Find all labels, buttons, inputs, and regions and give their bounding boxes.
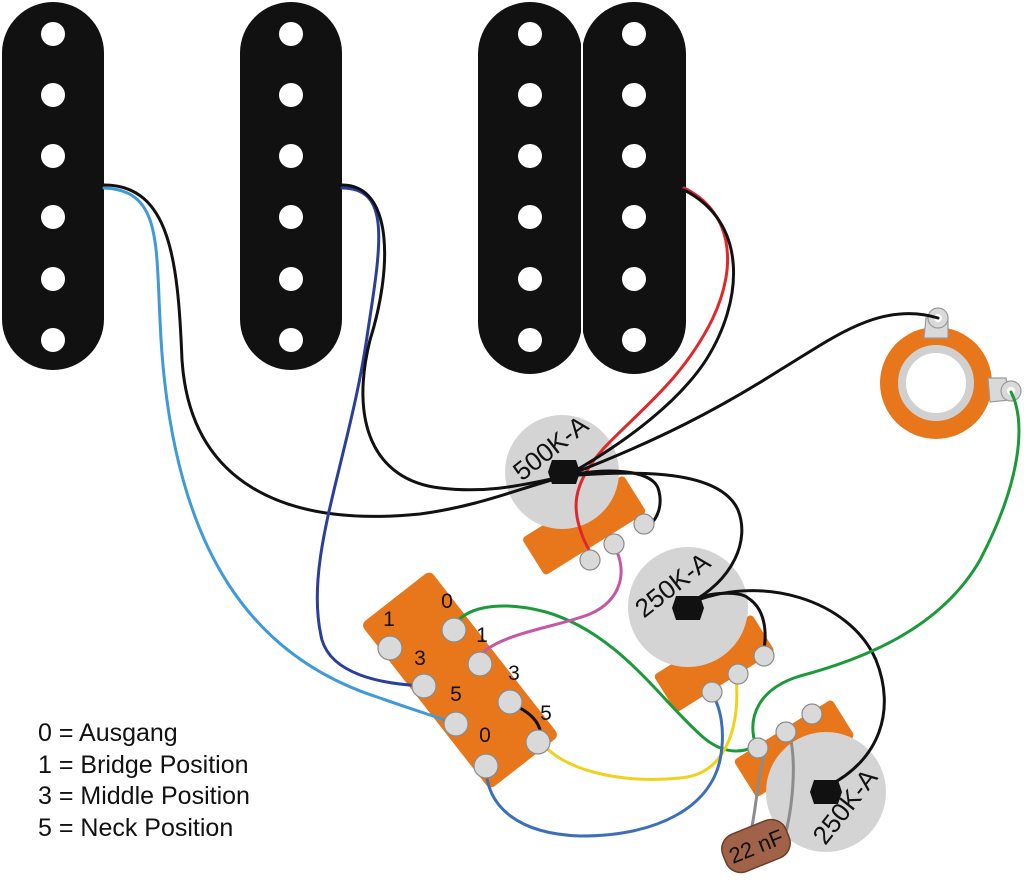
pole-piece — [41, 205, 65, 229]
tone1-pot-tab — [654, 615, 774, 712]
volume-pot-lugs — [579, 513, 655, 571]
bridge-humbucker — [478, 2, 686, 374]
jack-hole — [898, 345, 974, 421]
wire-jack-hot — [751, 390, 1021, 748]
wire-switch-to-tone1 — [538, 674, 739, 781]
wire-ground-volume-tone1 — [564, 471, 744, 606]
legend-line-bridge: 1 = Bridge Position — [38, 750, 249, 779]
pole-piece — [622, 205, 646, 229]
switch-lug-out-a — [441, 617, 467, 643]
pole-piece — [518, 328, 542, 352]
switch-lug-a3 — [497, 689, 523, 715]
switch-lug-a5 — [525, 729, 551, 755]
pole-piece — [279, 144, 303, 168]
pole-piece — [279, 267, 303, 291]
pole-piece — [622, 144, 646, 168]
lug — [747, 737, 769, 759]
switch-label-0-top: 0 — [441, 590, 453, 613]
lug — [633, 513, 655, 535]
pole-piece — [279, 83, 303, 107]
switch-body — [363, 572, 557, 788]
pole-piece — [279, 328, 303, 352]
wire-volume-ground-lug — [564, 469, 662, 526]
switch-label-3: 3 — [414, 647, 426, 670]
wire-jack-ground — [564, 312, 940, 478]
switch-label-5: 5 — [450, 683, 462, 706]
lug — [801, 703, 823, 725]
legend-line-neck: 5 = Neck Position — [38, 813, 234, 842]
switch-lugs — [377, 617, 551, 779]
pole-piece — [518, 205, 542, 229]
pole-piece — [518, 83, 542, 107]
switch-label-3-right: 3 — [508, 662, 520, 685]
legend-line-middle: 3 = Middle Position — [38, 782, 250, 810]
legend: 0 = Ausgang 1 = Bridge Position 3 = Midd… — [38, 718, 250, 844]
humbucker-coil-right — [582, 2, 686, 374]
volume-pot-tab — [523, 476, 646, 575]
neck-pickup-body — [2, 2, 104, 370]
lug — [701, 681, 723, 703]
wire-bridge-hot — [574, 186, 730, 560]
middle-pickup — [240, 2, 342, 370]
pole-piece — [622, 22, 646, 46]
switch-lug-1 — [377, 635, 403, 661]
wire-switch-to-tone1-b — [484, 692, 724, 838]
switch-lug-a1 — [467, 651, 493, 677]
tone2-pot-shaft — [810, 780, 842, 804]
output-jack — [880, 307, 1022, 439]
tone1-pot-lugs — [701, 645, 775, 703]
pole-piece — [518, 22, 542, 46]
pole-piece — [279, 205, 303, 229]
volume-pot-shaft — [548, 460, 580, 484]
pole-piece — [279, 22, 303, 46]
switch-label-1-right: 1 — [476, 624, 488, 647]
switch-label-0-bottom: 0 — [479, 724, 491, 747]
selector-switch — [363, 572, 557, 788]
pole-piece — [41, 267, 65, 291]
wire-bridge-ground — [564, 188, 736, 478]
wire-ground-tone1-tone2 — [686, 589, 886, 788]
pole-piece — [41, 22, 65, 46]
lug — [603, 533, 625, 555]
pole-piece — [518, 144, 542, 168]
pole-piece — [518, 267, 542, 291]
pole-piece — [622, 267, 646, 291]
lug — [753, 645, 775, 667]
wire-neck-hot — [102, 186, 458, 726]
pole-piece — [41, 144, 65, 168]
capacitor: 22 nF — [721, 818, 791, 874]
tone2-pot-lugs — [747, 703, 823, 759]
pole-piece — [41, 83, 65, 107]
humbucker-coil-left — [478, 2, 582, 374]
pole-piece — [622, 328, 646, 352]
capacitor-body — [721, 818, 791, 874]
switch-lug-5 — [443, 711, 469, 737]
switch-label-1: 1 — [383, 608, 395, 631]
pole-piece — [622, 83, 646, 107]
pole-piece — [41, 328, 65, 352]
switch-lug-out-b — [473, 753, 499, 779]
wire-middle-hot — [315, 186, 426, 688]
switch-lug-3 — [411, 673, 437, 699]
lug — [775, 721, 797, 743]
switch-label-5-right: 5 — [540, 702, 552, 725]
neck-pickup — [2, 2, 104, 370]
middle-pickup-body — [240, 2, 342, 370]
lug — [727, 663, 749, 685]
tone1-pot-shaft — [672, 596, 704, 620]
wire-middle-ground — [340, 183, 568, 492]
legend-line-output: 0 = Ausgang — [38, 719, 178, 747]
lug — [579, 549, 601, 571]
wire-tone1-ground-lug — [686, 591, 767, 658]
wire-neck-ground — [102, 183, 568, 518]
